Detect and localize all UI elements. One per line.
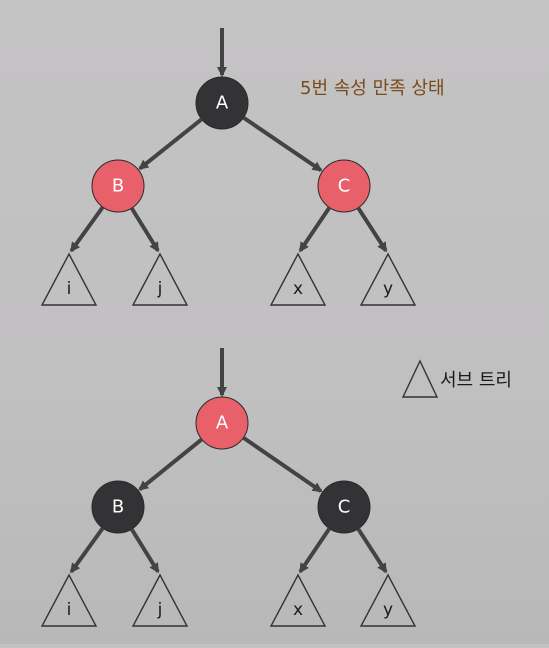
subtree-label: x bbox=[293, 600, 303, 620]
legend-label: 서브 트리 bbox=[440, 370, 512, 391]
edge-to-subtree-y bbox=[356, 527, 388, 574]
node-label: B bbox=[112, 176, 124, 197]
edge-to-subtree-x bbox=[298, 206, 332, 253]
subtree-label: y bbox=[383, 279, 393, 299]
subtree-label: i bbox=[67, 279, 72, 299]
edge-to-subtree-x bbox=[298, 527, 332, 574]
edge-a-b bbox=[138, 117, 203, 171]
edge-to-subtree-i bbox=[69, 526, 105, 574]
node-label: A bbox=[216, 413, 229, 434]
subtree-triangle bbox=[40, 573, 98, 627]
edge-a-c bbox=[242, 115, 323, 172]
edge-to-subtree-y bbox=[356, 206, 388, 253]
node-label: B bbox=[112, 497, 124, 518]
node-label: C bbox=[338, 176, 351, 197]
subtree-triangle bbox=[131, 252, 189, 306]
tree-2: i j x y A B C bbox=[40, 396, 417, 627]
subtree-label: i bbox=[67, 600, 72, 620]
subtree-triangle bbox=[131, 573, 189, 627]
subtree-triangle bbox=[359, 252, 417, 306]
edge-to-subtree-j bbox=[129, 207, 160, 253]
node-b-black bbox=[91, 480, 145, 534]
node-label: C bbox=[338, 497, 351, 518]
triangle-icon bbox=[401, 359, 439, 398]
node-label: A bbox=[216, 93, 229, 114]
subtree-triangle bbox=[40, 252, 98, 306]
subtree-triangle bbox=[269, 252, 327, 306]
subtree-triangle bbox=[359, 573, 417, 627]
subtree-triangle bbox=[269, 573, 327, 627]
node-a-black bbox=[195, 76, 249, 130]
edge-a-b bbox=[138, 437, 204, 491]
annotation-text: 5번 속성 만족 상태 bbox=[300, 78, 445, 99]
node-c-black bbox=[317, 480, 371, 534]
subtree-label: j bbox=[157, 279, 163, 299]
node-a-red bbox=[195, 396, 249, 450]
edge-to-subtree-i bbox=[69, 205, 105, 253]
edge-a-c bbox=[242, 436, 323, 493]
node-c-red bbox=[317, 159, 371, 213]
edge-to-subtree-j bbox=[129, 528, 160, 574]
subtree-label: x bbox=[293, 279, 303, 299]
subtree-label: j bbox=[157, 600, 163, 620]
tree-1: i j x y A B C bbox=[40, 76, 417, 306]
subtree-label: y bbox=[383, 600, 393, 620]
node-b-red bbox=[91, 159, 145, 213]
